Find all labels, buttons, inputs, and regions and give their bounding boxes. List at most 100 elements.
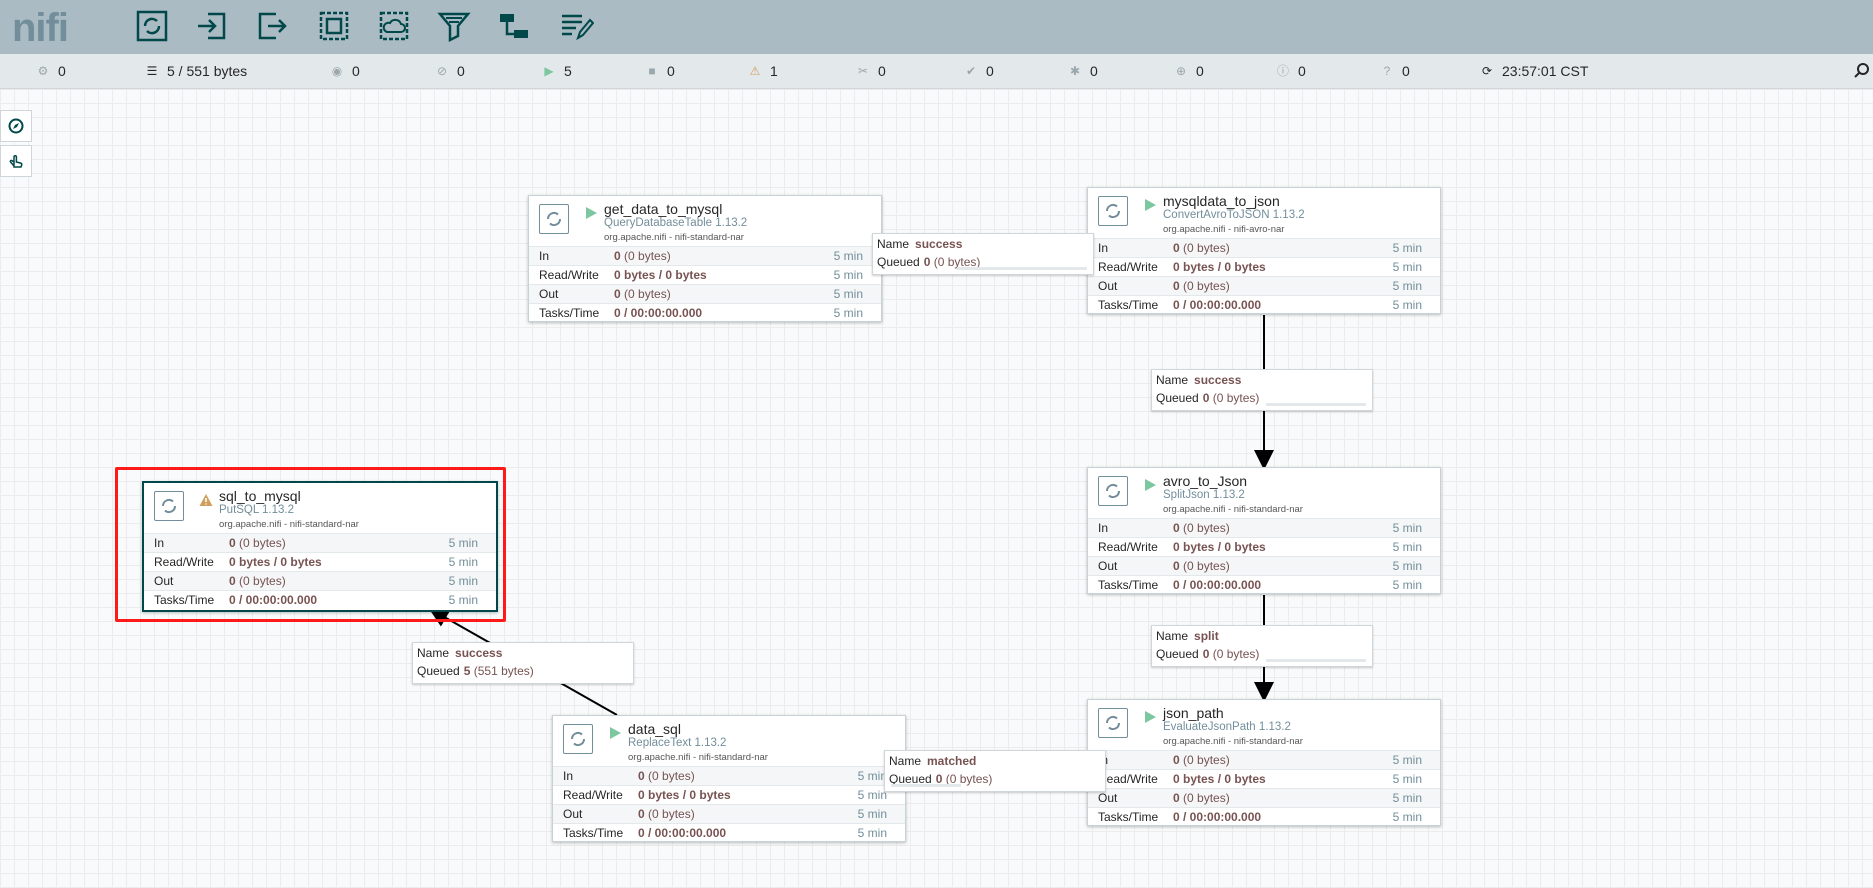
list-icon: ☰ [146, 64, 158, 78]
input-port-icon[interactable] [194, 8, 230, 44]
tasks-value: 0 / 00:00:00.000 [614, 306, 703, 320]
processor-type: ReplaceText 1.13.2 [628, 737, 727, 749]
in-size: (0 bytes) [1183, 521, 1230, 535]
logo-text: nifi [12, 6, 69, 50]
stat-window: 5 min [833, 306, 863, 320]
funnel-icon[interactable] [436, 8, 472, 44]
asterisk-icon: ✱ [1069, 64, 1081, 78]
processor-name: get_data_to_mysql [604, 201, 723, 217]
processor-icon [1098, 708, 1128, 738]
process-group-icon[interactable] [316, 8, 352, 44]
navigate-icon[interactable] [0, 110, 32, 142]
not-transmitting-icon: ⊘ [436, 64, 448, 78]
in-size: (0 bytes) [648, 769, 695, 783]
processor-sql-to-mysql[interactable]: sql_to_mysql PutSQL 1.13.2 org.apache.ni… [142, 481, 498, 612]
nifi-logo: nifi [12, 6, 104, 50]
invalid-status: ⚠1 [748, 63, 778, 79]
out-label: Out [563, 807, 583, 821]
stat-row-in: In0 (0 bytes)5 min [1088, 750, 1440, 769]
out-label: Out [1098, 559, 1118, 573]
queued-key: Queued [889, 772, 932, 786]
queued-count: 0 [1202, 647, 1210, 661]
out-value: 0 [1173, 279, 1180, 293]
not-transmitting-status: ⊘0 [435, 63, 465, 79]
cluster-icon: ⚙ [37, 64, 49, 78]
status-bar: ⚙0 ☰5 / 551 bytes ◉0 ⊘0 ▶5 ■0 ⚠1 ✂0 ✔0 ✱… [0, 54, 1873, 89]
read-write-label: Read/Write [1098, 260, 1158, 274]
tasks-label: Tasks/Time [539, 306, 600, 320]
queued-value: 5 / 551 bytes [167, 63, 248, 79]
relationship-name: success [455, 646, 503, 660]
running-icon [610, 727, 621, 739]
stat-window: 5 min [857, 807, 887, 821]
in-size: (0 bytes) [1183, 753, 1230, 767]
name-key: Name [889, 754, 922, 768]
output-port-icon[interactable] [254, 8, 290, 44]
exclamation-circle-icon: ⓘ [1276, 64, 1289, 78]
warning-icon[interactable] [199, 493, 213, 507]
tasks-label: Tasks/Time [1098, 810, 1159, 824]
refresh-status[interactable]: ⟳23:57:01 CST [1480, 63, 1588, 79]
processor-bundle: org.apache.nifi - nifi-standard-nar [1163, 504, 1303, 515]
processor-icon[interactable] [134, 8, 170, 44]
running-icon [586, 207, 597, 219]
queue-bar [1266, 403, 1366, 406]
processor-icon [154, 491, 184, 521]
in-value: 0 [1173, 521, 1180, 535]
stat-window: 5 min [1392, 521, 1422, 535]
refresh-icon[interactable]: ⟳ [1481, 64, 1493, 78]
read-write-value: 0 bytes / 0 bytes [229, 555, 322, 569]
up-to-date-status: ✔0 [964, 63, 994, 79]
read-write-value: 0 bytes / 0 bytes [614, 268, 707, 282]
relationship-name: split [1194, 629, 1219, 643]
processor-icon [1098, 476, 1128, 506]
out-label: Out [1098, 791, 1118, 805]
processor-bundle: org.apache.nifi - nifi-standard-nar [1163, 736, 1303, 747]
stopped-count: 0 [667, 63, 675, 79]
in-label: In [154, 536, 165, 550]
read-write-label: Read/Write [1098, 540, 1158, 554]
stat-window: 5 min [857, 826, 887, 840]
arrow-up-circle-icon: ⊕ [1175, 64, 1187, 78]
name-key: Name [877, 237, 910, 251]
processor-data-sql[interactable]: data_sql ReplaceText 1.13.2 org.apache.n… [552, 715, 906, 842]
queued-key: Queued [1156, 391, 1199, 405]
queued-size: (551 bytes) [473, 664, 534, 678]
processor-json-path[interactable]: json_path EvaluateJsonPath 1.13.2 org.ap… [1087, 699, 1441, 826]
processor-icon [1098, 196, 1128, 226]
name-key: Name [1156, 373, 1189, 387]
read-write-label: Read/Write [1098, 772, 1158, 786]
stat-window: 5 min [857, 769, 887, 783]
search-icon[interactable] [1853, 62, 1871, 80]
processor-mysqldata-to-json[interactable]: mysqldata_to_json ConvertAvroToJSON 1.13… [1087, 187, 1441, 314]
stat-window: 5 min [1392, 260, 1422, 274]
processor-avro-to-json[interactable]: avro_to_Json SplitJson 1.13.2 org.apache… [1087, 467, 1441, 594]
template-icon[interactable] [496, 8, 532, 44]
stat-window: 5 min [833, 268, 863, 282]
out-size: (0 bytes) [239, 574, 286, 588]
stale-status: ⊕0 [1174, 63, 1204, 79]
label-icon[interactable] [558, 8, 595, 44]
disabled-count: 0 [878, 63, 886, 79]
app-header: nifi [0, 0, 1873, 54]
stat-window: 5 min [448, 593, 478, 607]
processor-get-data-to-mysql[interactable]: get_data_to_mysql QueryDatabaseTable 1.1… [528, 195, 882, 322]
remote-process-group-icon[interactable] [376, 8, 412, 44]
operate-icon[interactable] [0, 145, 32, 177]
transmitting-status: ◉0 [330, 63, 360, 79]
in-value: 0 [638, 769, 645, 783]
tasks-value: 0 / 00:00:00.000 [229, 593, 318, 607]
queued-size: (0 bytes) [1212, 391, 1260, 405]
